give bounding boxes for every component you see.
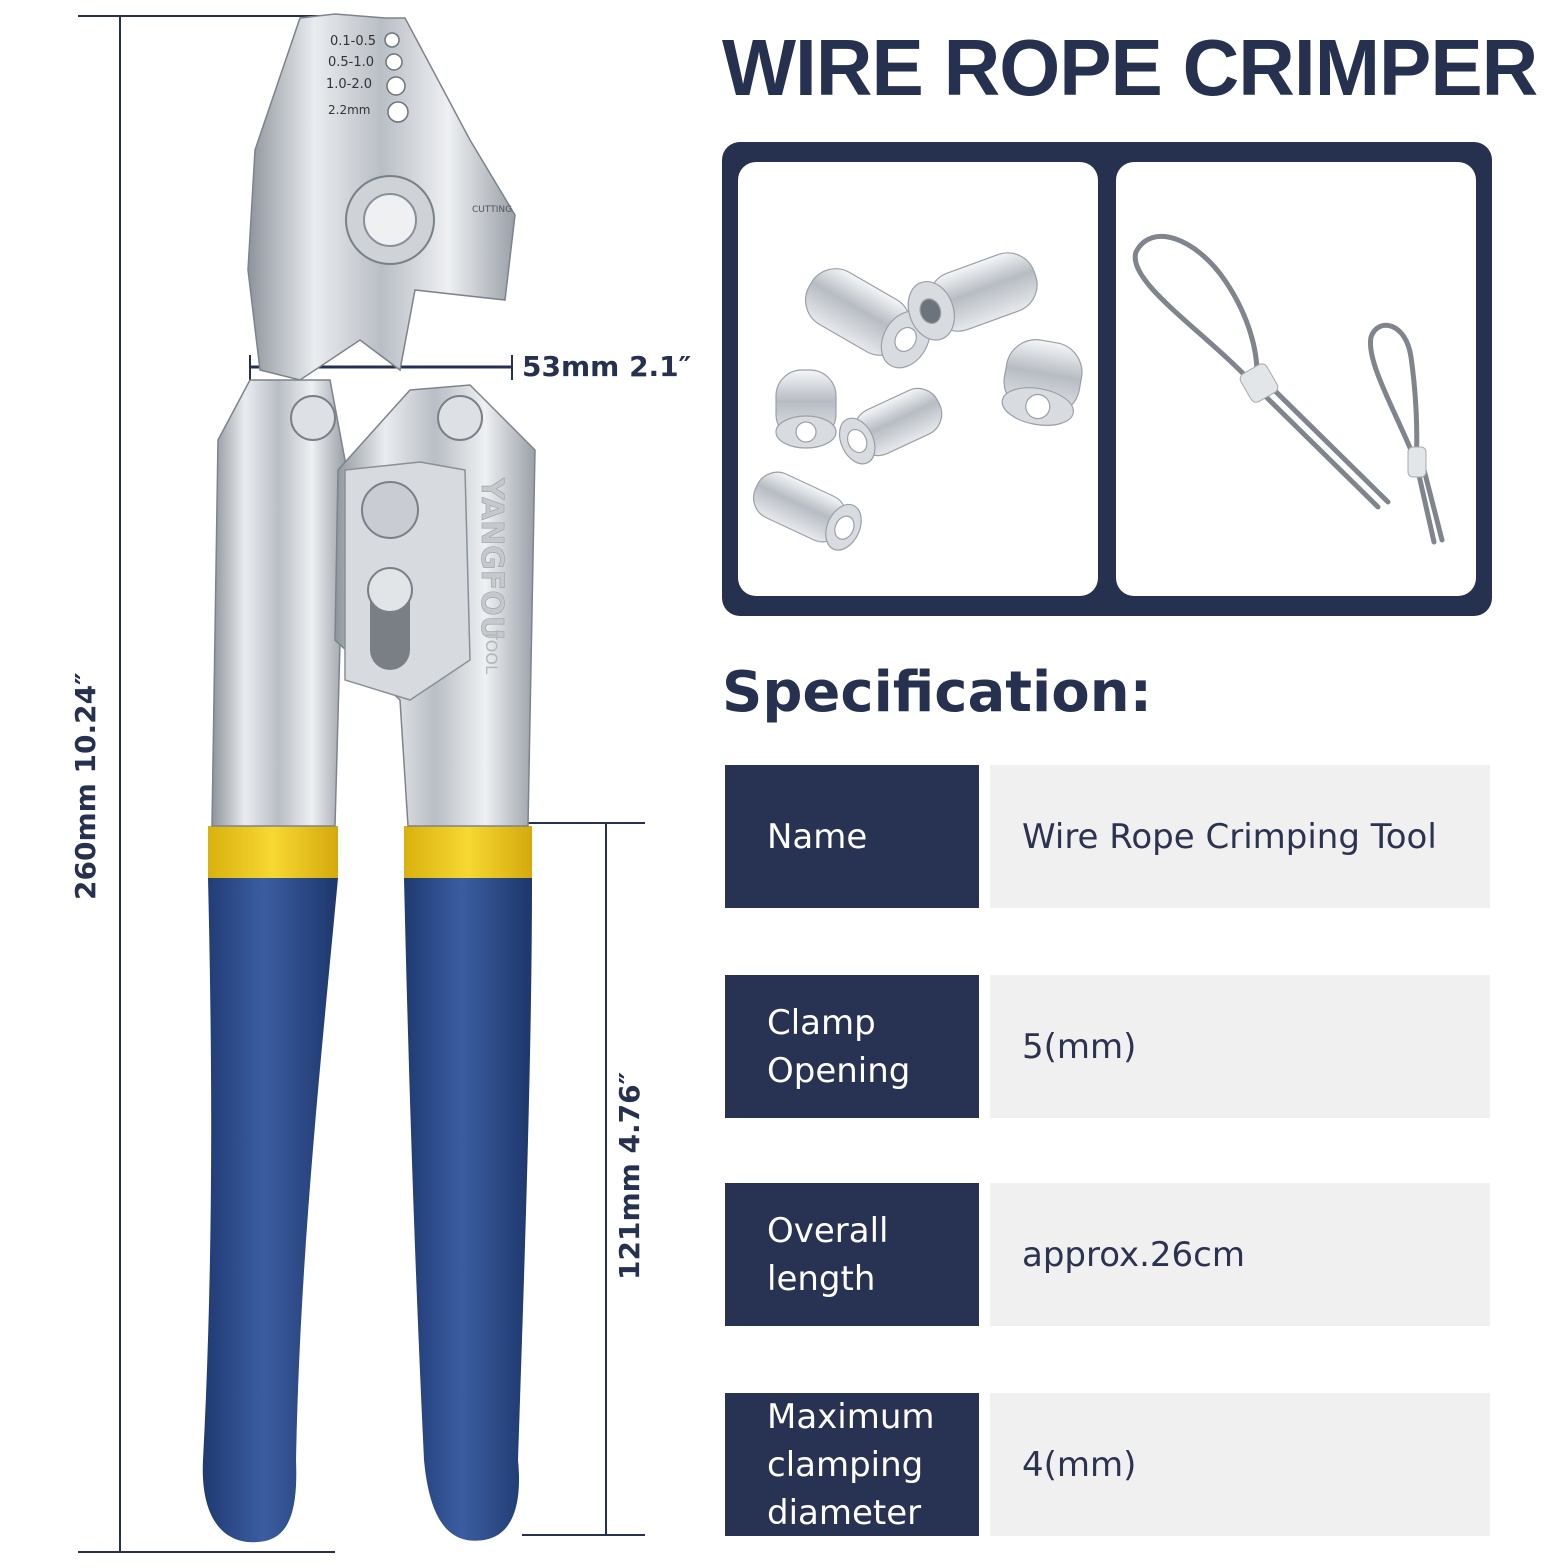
spec-key-name: Name	[725, 765, 979, 908]
hole-size-label-4: 2.2mm	[328, 103, 370, 117]
aluminum-ferrules-image	[752, 252, 1083, 551]
spec-key-max-clamping-diameter: Maximum clamping diameter	[725, 1393, 979, 1536]
spec-key-clamp-opening: Clamp Opening	[725, 975, 979, 1118]
hole-size-label-1: 0.1-0.5	[330, 34, 376, 49]
brand-suffix: TOOL	[482, 629, 501, 674]
ferrules-photo	[738, 162, 1098, 596]
wire-loops-photo	[1116, 162, 1476, 596]
spec-value-clamp-opening: 5(mm)	[990, 975, 1490, 1118]
tool-handles	[202, 826, 532, 1543]
tool-steel-body	[211, 13, 536, 827]
spec-value-name: Wire Rope Crimping Tool	[990, 765, 1490, 908]
handle-length-label: 121mm 4.76″	[613, 1071, 646, 1280]
jaw-width-label: 53mm 2.1″	[522, 350, 692, 383]
pivot-bolts	[290, 175, 483, 670]
spec-key-overall-length: Overall length	[725, 1183, 979, 1326]
crimp-notches	[384, 32, 409, 123]
spec-value-overall-length: approx.26cm	[990, 1183, 1490, 1326]
tool-illustration: 0.1-0.5 0.5-1.0 1.0-2.0 2.2mm CUTTING YA…	[78, 13, 645, 1553]
hole-size-label-3: 1.0-2.0	[326, 77, 372, 92]
wire-rope-loops-image	[1132, 233, 1445, 545]
page-title: WIRE ROPE CRIMPER	[722, 23, 1538, 112]
cutting-label: CUTTING	[472, 205, 512, 215]
specification-heading: Specification:	[722, 660, 1152, 725]
spec-value-max-clamping-diameter: 4(mm)	[990, 1393, 1490, 1536]
product-photo-frame	[722, 142, 1492, 616]
brand-logo: YANGFOU	[474, 477, 509, 640]
total-length-label: 260mm 10.24″	[69, 672, 102, 900]
hole-size-label-2: 0.5-1.0	[328, 55, 374, 70]
